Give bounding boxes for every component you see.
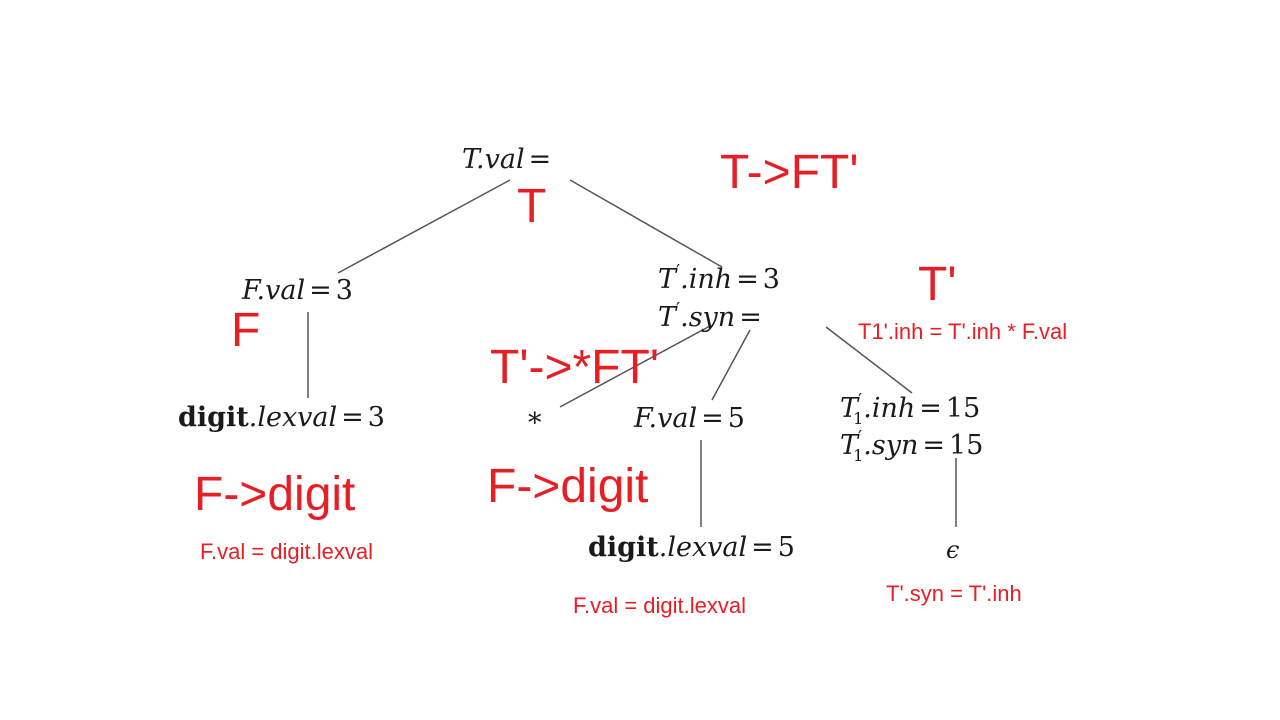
node-star: * (528, 408, 542, 439)
node-value: 15 (949, 430, 984, 461)
subscript: 1 (853, 409, 864, 428)
equals-sign: = (341, 402, 364, 433)
node-label: .lexval (248, 402, 338, 433)
node-attr: .syn (680, 302, 736, 333)
prime-mark: ′ (858, 427, 863, 448)
edge-root-to-tprime (569, 179, 723, 268)
annotation-f-val-rule-right: F.val = digit.lexval (573, 593, 747, 618)
equals-sign: = (751, 532, 774, 563)
node-label: T (840, 393, 859, 424)
edge-tprime-to-star (559, 325, 711, 408)
equals-sign: = (739, 302, 762, 333)
annotation-f: F (231, 304, 261, 357)
node-root-t-val: T.val= (462, 142, 555, 178)
node-f-val-left: F.val=3 (242, 273, 353, 309)
annotation-tprime: T' (918, 258, 957, 311)
equals-sign: = (701, 403, 724, 434)
prime-mark: ′ (676, 261, 681, 282)
node-value: 3 (335, 275, 353, 306)
node-f-val-right: F.val=5 (634, 401, 745, 437)
equals-sign: = (309, 275, 332, 306)
annotation-f-digit-right: F->digit (487, 460, 649, 513)
edge-tprime-to-t1prime (825, 326, 913, 394)
node-label: T (658, 302, 677, 333)
edge-root-to-f-left (337, 179, 511, 274)
digit-token: digit (588, 532, 659, 563)
node-t1prime-syn: T′1.syn=15 (840, 420, 983, 474)
node-tprime-inh: T′.inh=3 (658, 254, 780, 298)
annotation-t: T (517, 180, 547, 233)
node-digit-lexval-right: digit.lexval=5 (588, 530, 795, 566)
digit-token: digit (178, 402, 249, 433)
subscript: 1 (853, 446, 864, 465)
node-label: T (840, 430, 859, 461)
node-label: F.val (634, 403, 698, 434)
annotation-tprime-inh-rule: T1'.inh = T'.inh * F.val (858, 319, 1068, 344)
node-value: 3 (367, 402, 385, 433)
equals-sign: = (736, 264, 759, 295)
node-attr: .syn (863, 430, 919, 461)
annotation-f-val-rule-left: F.val = digit.lexval (200, 539, 374, 564)
annotation-t-production: T->FT' (720, 146, 859, 199)
node-label: F.val (242, 275, 306, 306)
node-value: 5 (727, 403, 745, 434)
node-value: 15 (945, 393, 981, 424)
equals-sign: = (528, 144, 552, 175)
annotation-tprime-production: T'->*FT' (490, 341, 659, 394)
annotation-tprime-syn-rule: T'.syn = T'.inh (886, 581, 1022, 606)
node-t1prime-inh: T′1.inh=15 (840, 383, 980, 437)
prime-mark: ′ (858, 390, 863, 411)
annotation-f-digit-left: F->digit (194, 468, 356, 521)
node-epsilon: ϵ (946, 536, 960, 564)
node-label: .lexval (658, 532, 748, 563)
node-value: 5 (777, 532, 795, 563)
node-attr: .inh (680, 264, 733, 295)
prime-mark: ′ (676, 299, 681, 320)
node-digit-lexval-left: digit.lexval=3 (178, 400, 385, 436)
node-label: T.val (462, 144, 525, 175)
node-tprime-syn: T′.syn= (658, 292, 766, 336)
equals-sign: = (922, 430, 946, 461)
edge-tprime-to-f-right (711, 329, 751, 401)
node-value: 3 (762, 264, 780, 295)
equals-sign: = (919, 393, 942, 424)
node-label: T (658, 264, 677, 295)
node-attr: .inh (863, 393, 916, 424)
